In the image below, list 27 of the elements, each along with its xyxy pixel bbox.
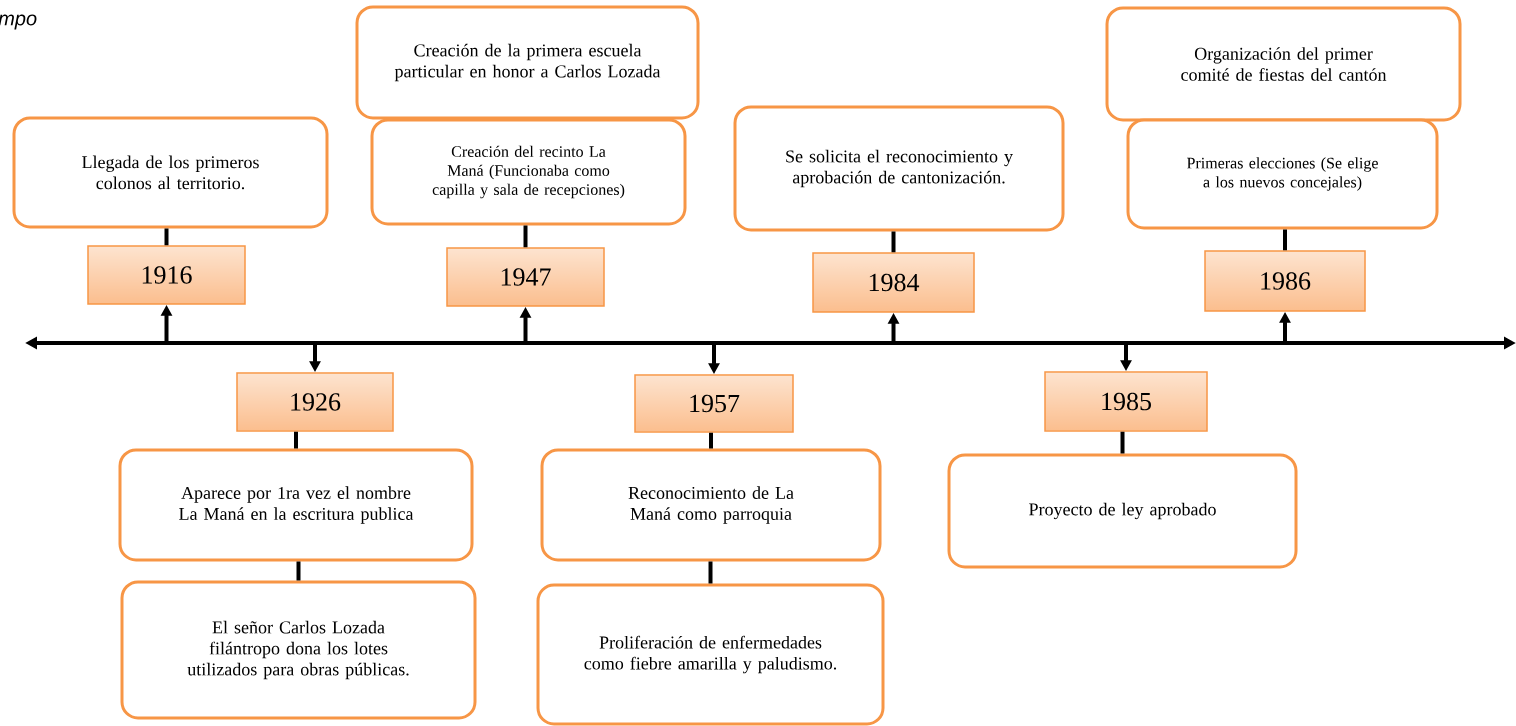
connector-line <box>708 561 713 584</box>
connector-line <box>1283 229 1287 251</box>
year-box: 1926 <box>236 372 394 432</box>
event-box: Proyecto de ley aprobado <box>947 453 1298 569</box>
event-box: Creación del recinto La Maná (Funcionaba como capilla y sala de recepciones) <box>370 118 687 226</box>
event-box: Creación de la primera escuela particular en honor a Carlos Lozada <box>355 5 700 120</box>
event-box: El señor Carlos Lozada filántropo dona los lotes utilizados para obras públicas. <box>120 580 477 720</box>
year-box: 1986 <box>1204 250 1366 312</box>
event-box: Organización del primer comité de fiestas del cantón <box>1105 6 1462 122</box>
connector-line <box>891 231 896 253</box>
year-box: 1947 <box>446 247 605 307</box>
event-box: Proliferación de enfermedades como fiebre amarilla y paludismo. <box>536 583 885 726</box>
event-box: Aparece por 1ra vez el nombre La Maná en la escritura publica <box>118 448 474 562</box>
event-box: Primeras elecciones (Se elige a los nuevos concejales) <box>1126 118 1439 230</box>
year-box: 1984 <box>812 252 975 313</box>
year-box: 1985 <box>1044 371 1208 432</box>
event-box: Reconocimiento de La Maná como parroquia <box>540 448 882 562</box>
connector-line <box>164 228 169 246</box>
connector-line <box>709 432 713 449</box>
event-box: Se solicita el reconocimiento y aprobación de cantonización. <box>733 105 1065 232</box>
connector-line <box>296 561 301 581</box>
connector-line <box>523 225 528 248</box>
year-box: 1916 <box>87 245 246 305</box>
event-box: Llegada de los primeros colonos al territorio. <box>12 116 329 229</box>
year-box: 1957 <box>634 374 794 433</box>
connector-line <box>1120 431 1125 454</box>
connector-line <box>294 431 298 449</box>
